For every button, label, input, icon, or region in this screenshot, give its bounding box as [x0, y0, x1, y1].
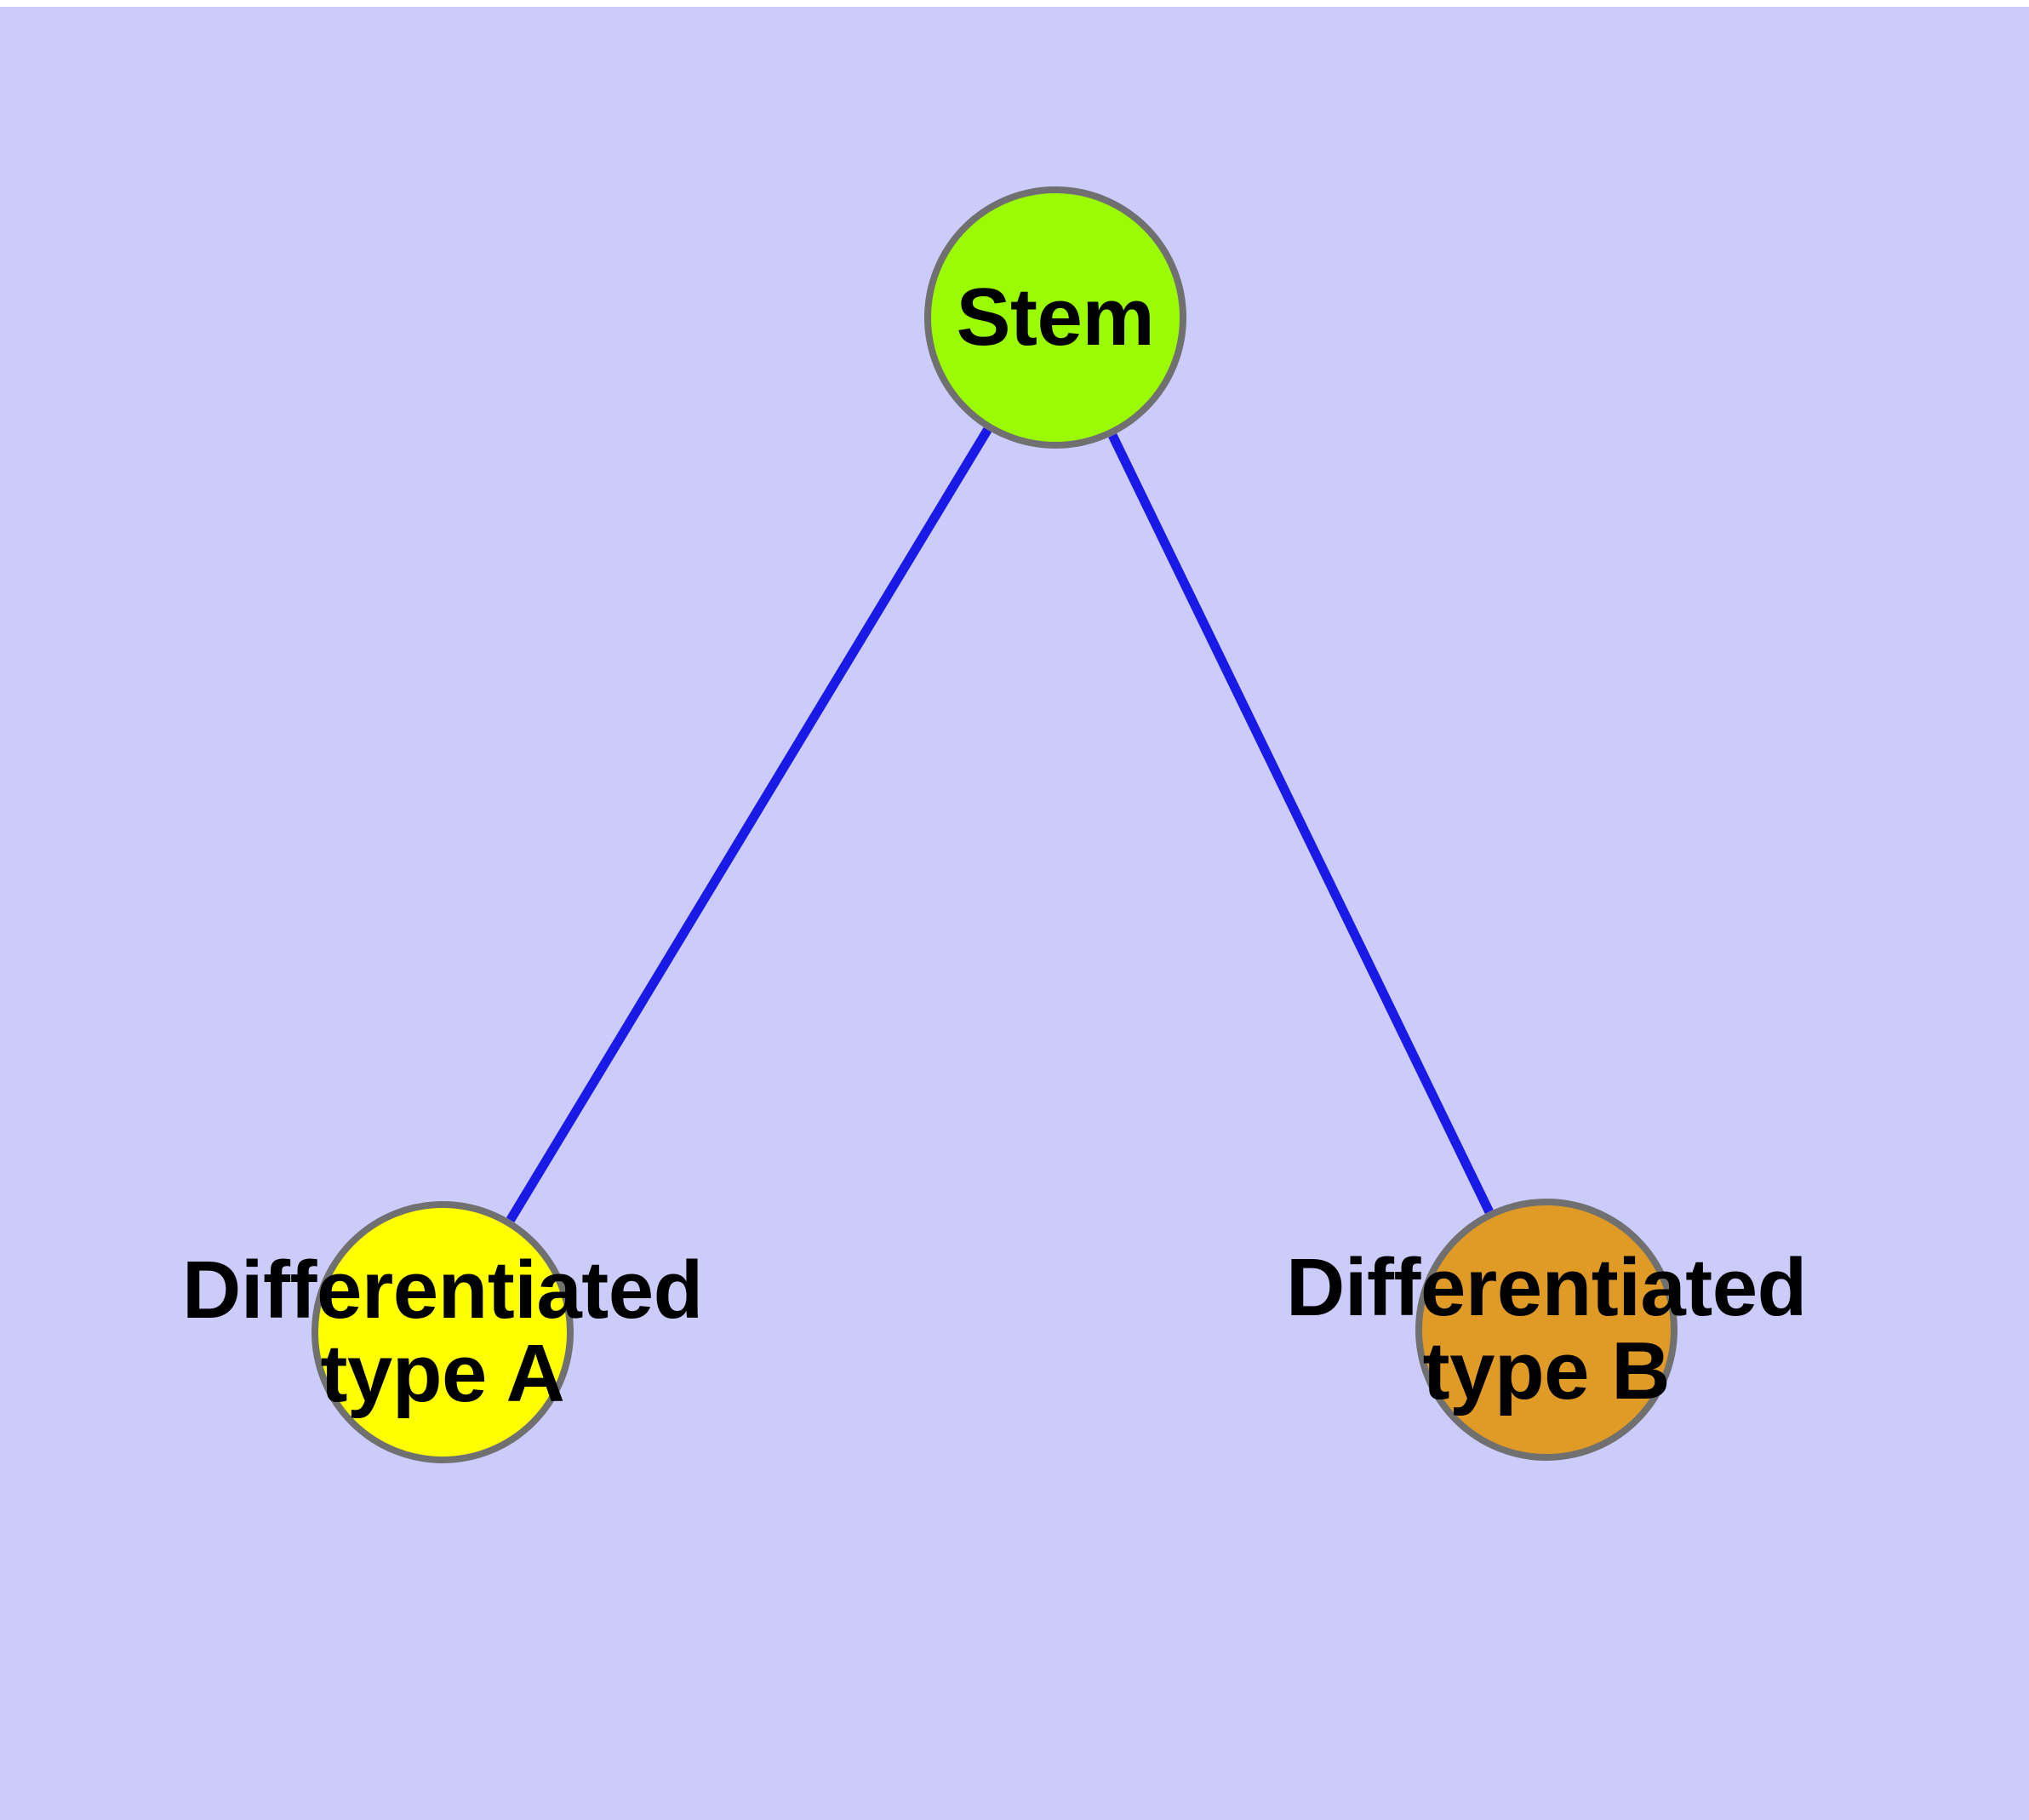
node-diff-b[interactable] — [1415, 1199, 1677, 1461]
nodes-layer — [311, 186, 1677, 1463]
edge-stem-to-diff-a — [506, 426, 992, 1223]
node-stem[interactable] — [924, 186, 1186, 449]
edge-stem-to-diff-b — [1108, 433, 1494, 1214]
edges-layer — [506, 426, 1494, 1223]
graph-svg — [311, 186, 1677, 1463]
node-diff-a[interactable] — [311, 1201, 574, 1463]
